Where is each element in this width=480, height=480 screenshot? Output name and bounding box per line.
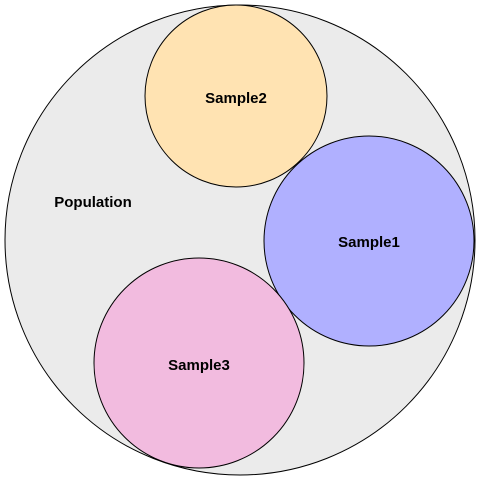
sample2-label: Sample2 [205, 90, 267, 107]
sample1-label: Sample1 [338, 234, 400, 251]
sample3-circle [93, 257, 305, 469]
sample1-circle [263, 135, 475, 347]
sample2-circle [144, 4, 328, 188]
sample3-label: Sample3 [168, 357, 230, 374]
population-label: Population [54, 194, 132, 211]
